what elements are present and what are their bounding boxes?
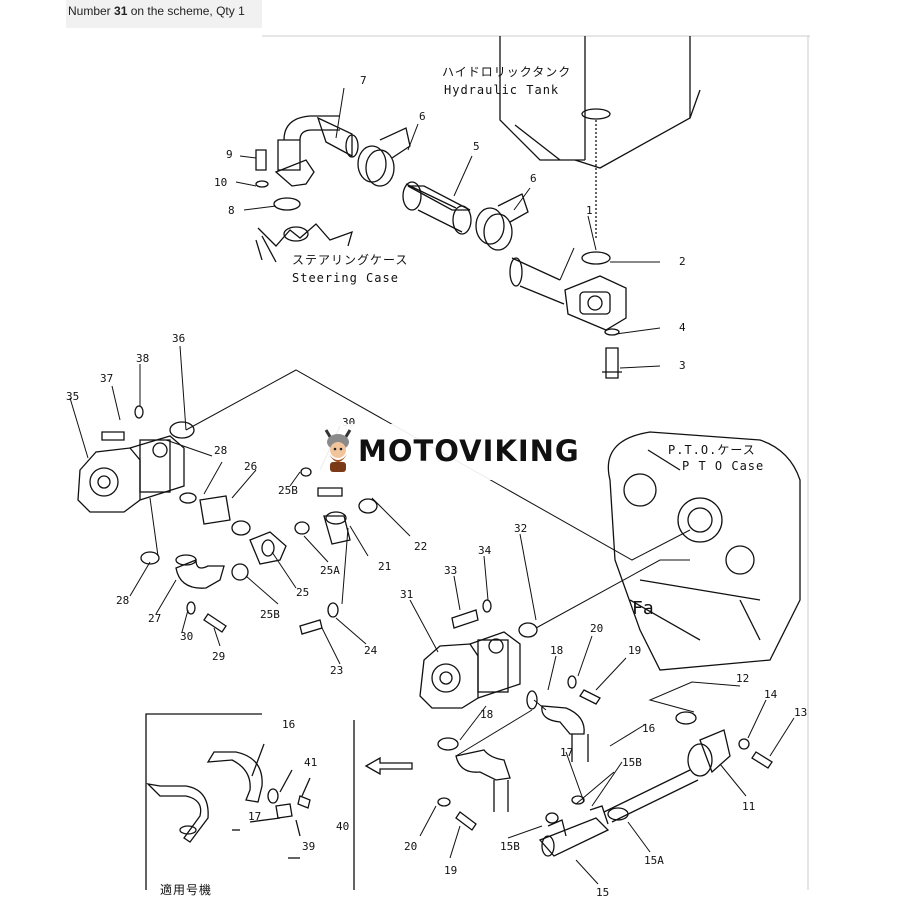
applicable-units-label: 適用号機 (160, 882, 212, 897)
callout-11: 11 (742, 800, 755, 813)
callout-31: 31 (400, 588, 413, 601)
callout-39: 39 (302, 840, 315, 853)
caption-bar (66, 0, 262, 28)
callout-5: 5 (473, 140, 480, 153)
steering-case-en-label: Steering Case (292, 271, 399, 285)
callout-8: 8 (228, 204, 235, 217)
callout-16: 16 (282, 718, 295, 731)
callout-36: 36 (172, 332, 185, 345)
callout-29: 29 (212, 650, 225, 663)
callout-15b: 15B (500, 840, 520, 853)
callout-24: 24 (364, 644, 378, 657)
pto-mark-label: Fa (632, 598, 654, 619)
callout-19: 19 (628, 644, 641, 657)
hydraulic-tank-jp-label: ハイドロリックタンク (442, 65, 571, 79)
pto-case-en-label: P T O Case (682, 459, 764, 473)
caption-part-number: 31 (114, 4, 128, 18)
hydraulic-tank-drawing (499, 36, 701, 240)
hydraulic-tank-en-label: Hydraulic Tank (444, 83, 559, 97)
callout-14: 14 (764, 688, 778, 701)
callout-25b: 25B (278, 484, 298, 497)
callout-2: 2 (679, 255, 686, 268)
callout-27: 27 (148, 612, 161, 625)
callout-26: 26 (244, 460, 257, 473)
callout-20: 20 (404, 840, 417, 853)
callout-22: 22 (414, 540, 427, 553)
callout-17: 17 (560, 746, 573, 759)
callout-13: 13 (794, 706, 807, 719)
caption-suffix: on the scheme, Qty 1 (127, 4, 245, 18)
pto-case-jp-label: P.T.O.ケース (668, 443, 756, 457)
callout-15b: 15B (622, 756, 642, 769)
caption-prefix: Number (68, 4, 115, 18)
callout-1: 1 (586, 204, 593, 217)
callout-15: 15 (596, 886, 609, 899)
callout-25b: 25B (260, 608, 280, 621)
callout-25a: 25A (320, 564, 340, 577)
callout-28: 28 (116, 594, 129, 607)
callout-16: 16 (642, 722, 655, 735)
callout-17: 17 (248, 810, 261, 823)
pto-case-drawing (607, 431, 801, 671)
callout-40: 40 (336, 820, 349, 833)
callout-6: 6 (530, 172, 537, 185)
callout-19: 19 (444, 864, 457, 877)
callout-12: 12 (736, 672, 749, 685)
callout-41: 41 (304, 756, 317, 769)
callout-18: 18 (550, 644, 563, 657)
callout-34: 34 (478, 544, 492, 557)
callout-10: 10 (214, 176, 227, 189)
callout-30: 30 (180, 630, 193, 643)
callout-23: 23 (330, 664, 343, 677)
callout-7: 7 (360, 74, 367, 87)
callout-33: 33 (444, 564, 457, 577)
center-pump-assembly (419, 599, 773, 857)
motoviking-watermark (312, 424, 584, 480)
callout-20: 20 (590, 622, 603, 635)
left-pump-assembly (77, 405, 378, 635)
callout-15a: 15A (644, 854, 664, 867)
steering-case-drawing (255, 223, 353, 263)
callout-32: 32 (514, 522, 527, 535)
callout-18: 18 (480, 708, 493, 721)
scheme-caption: Number 31 on the scheme, Qty 1 (68, 4, 245, 18)
callout-25: 25 (296, 586, 309, 599)
brand-logo-text: MOTOVIKING (358, 434, 580, 468)
callout-3: 3 (679, 359, 686, 372)
callout-4: 4 (679, 321, 686, 334)
callout-9: 9 (226, 148, 233, 161)
callout-numbers: 7 6 5 6 1 2 4 3 9 10 8 36 38 37 35 30 28… (66, 74, 807, 899)
viking-mascot-icon (324, 429, 352, 472)
inset-detail-box (145, 713, 355, 890)
callout-leaders (69, 87, 795, 885)
callout-38: 38 (136, 352, 149, 365)
callout-6: 6 (419, 110, 426, 123)
left-arrow-icon (364, 756, 413, 776)
top-hose-assembly (255, 115, 627, 379)
callout-37: 37 (100, 372, 113, 385)
callout-28: 28 (214, 444, 227, 457)
callout-35: 35 (66, 390, 79, 403)
callout-21: 21 (378, 560, 391, 573)
steering-case-jp-label: ステアリングケース (292, 253, 408, 267)
